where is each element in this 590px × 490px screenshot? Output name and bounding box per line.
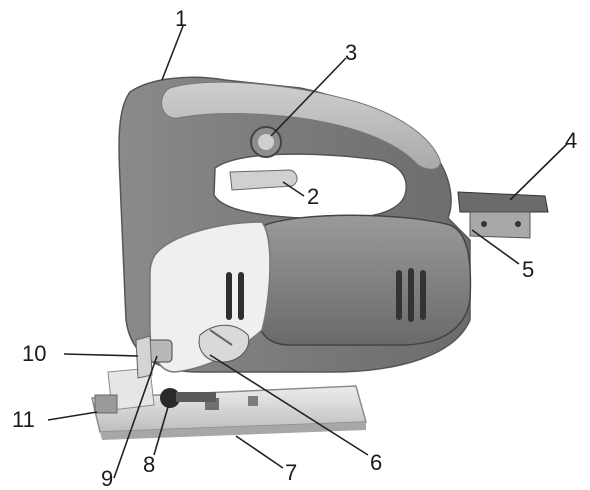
callout-8: 8 <box>143 452 155 477</box>
leader-1 <box>161 25 184 81</box>
leader-7 <box>235 435 284 469</box>
callout-5: 5 <box>522 257 534 282</box>
leader-9 <box>113 355 158 479</box>
leader-3 <box>270 57 347 137</box>
callout-10: 10 <box>22 341 46 366</box>
callout-1: 1 <box>175 6 187 31</box>
leader-2 <box>282 181 305 197</box>
callout-9: 9 <box>101 466 113 490</box>
leader-5 <box>471 229 520 265</box>
leader-11 <box>47 411 98 421</box>
callout-7: 7 <box>285 460 297 485</box>
lock-button <box>250 126 282 158</box>
callout-2: 2 <box>307 184 319 209</box>
leader-lines <box>47 25 568 479</box>
callout-11: 11 <box>12 407 35 432</box>
leader-10 <box>63 353 139 357</box>
bevel-lever <box>160 388 216 408</box>
leader-4 <box>509 143 568 201</box>
callout-6: 6 <box>370 450 382 475</box>
motor-cover <box>254 214 472 346</box>
leader-6 <box>209 354 369 456</box>
callout-labels: 1 2 3 4 5 6 7 8 9 10 11 <box>12 6 577 490</box>
handle-grip <box>161 81 441 170</box>
trigger-switch <box>229 169 298 191</box>
callout-3: 3 <box>345 40 357 65</box>
blade-roller <box>135 335 173 379</box>
pendulum-selector <box>198 324 250 363</box>
callout-4: 4 <box>565 128 577 153</box>
dust-port <box>457 191 549 239</box>
leader-8 <box>153 399 171 456</box>
